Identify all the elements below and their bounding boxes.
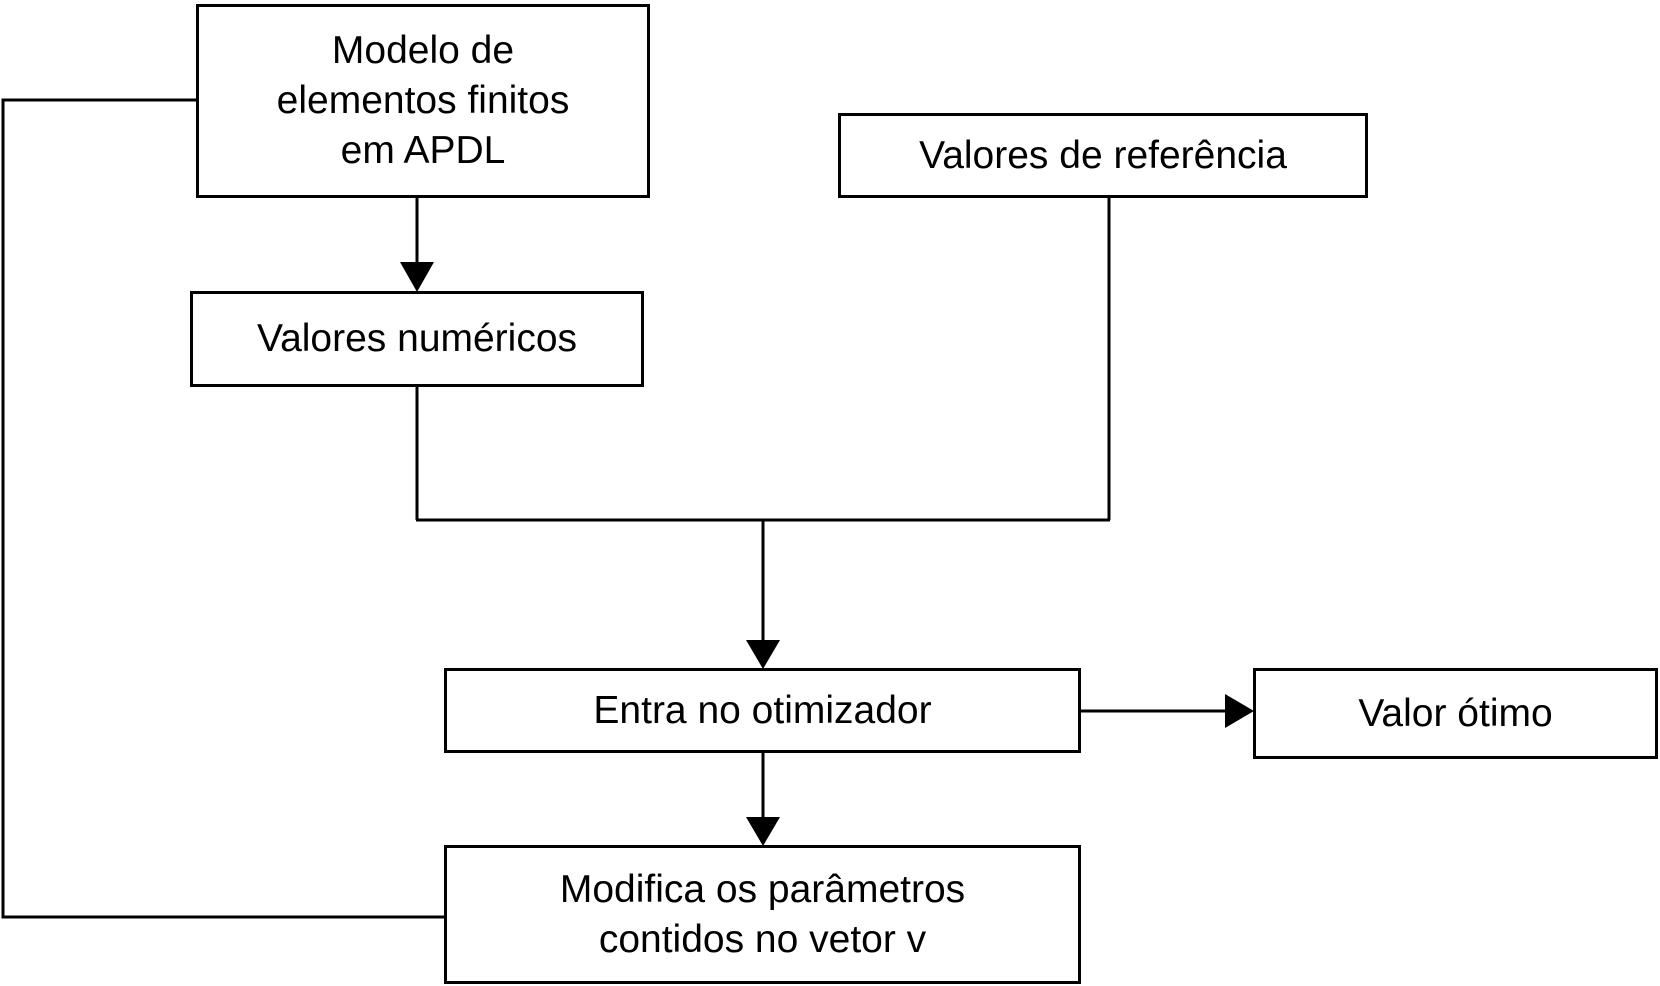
node-fe-model-line-2: elementos finitos — [276, 79, 570, 122]
node-numeric-values: Valores numéricos — [190, 291, 644, 387]
node-modify-parameters-line-1: Modifica os parâmetros — [559, 867, 966, 911]
node-optimal-value-label: Valor ótimo — [1358, 691, 1553, 735]
node-fe-model: Modelo de elementos finitos em APDL — [196, 4, 650, 198]
node-optimizer: Entra no otimizador — [444, 668, 1081, 753]
node-optimizer-label: Entra no otimizador — [593, 688, 932, 732]
node-modify-parameters-line-2: contidos no vetor v — [598, 917, 927, 961]
arrowhead-to-numeric — [400, 262, 434, 292]
node-reference-values-label: Valores de referência — [919, 133, 1287, 177]
arrowhead-to-optimizer — [746, 640, 780, 669]
node-fe-model-line-1: Modelo de — [331, 29, 515, 72]
node-modify-parameters: Modifica os parâmetros contidos no vetor… — [444, 845, 1081, 984]
node-optimal-value: Valor ótimo — [1253, 668, 1658, 759]
node-numeric-values-label: Valores numéricos — [256, 317, 578, 360]
arrowhead-to-optimal — [1225, 694, 1254, 728]
node-reference-values: Valores de referência — [838, 113, 1368, 198]
node-fe-model-line-3: em APDL — [340, 129, 506, 172]
arrowhead-to-modify — [746, 817, 780, 846]
edge-feedback-loop — [1, 98, 444, 919]
